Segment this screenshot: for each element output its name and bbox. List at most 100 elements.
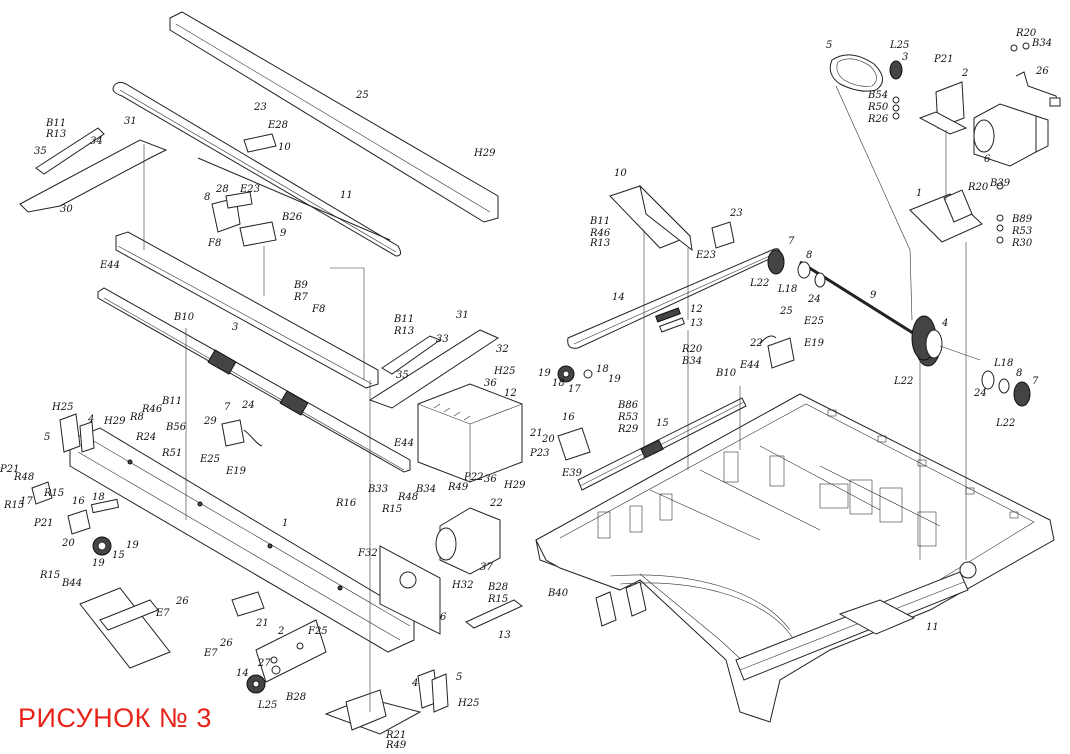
callout-2: 2: [277, 626, 284, 637]
callout-m19-b: 19: [608, 374, 621, 385]
callout-35-b: 35: [396, 370, 409, 381]
callout-h25: H25: [493, 366, 515, 377]
callout-1: 1: [282, 518, 288, 529]
callout-4: 4: [87, 414, 94, 425]
callout-r15-d: R15: [381, 504, 402, 515]
callout-r-l18: L18: [993, 358, 1013, 369]
callout-r-l22: L22: [893, 376, 913, 387]
left-assembly-drawing: [19, 11, 523, 735]
callout-30: 30: [60, 204, 73, 215]
callout-m-e25: E25: [803, 316, 824, 327]
callout-10: 10: [278, 142, 291, 153]
callout-r49: R49: [447, 482, 469, 493]
callout-h25-c: H25: [457, 698, 479, 709]
callout-17: 17: [20, 496, 33, 507]
callout-p22: P22: [463, 472, 483, 483]
callout-m-b34: B34: [681, 356, 702, 367]
callout-b33: B33: [367, 484, 388, 495]
callout-r-8: 8: [1016, 368, 1022, 379]
callout-r8: R8: [129, 412, 144, 423]
callout-19: 19: [126, 540, 139, 551]
callout-3: 3: [232, 322, 238, 333]
callout-b10: B10: [173, 312, 195, 323]
callout-b34: B34: [415, 484, 436, 495]
callout-r-b54: B54: [867, 90, 888, 101]
callout-r46: R46: [141, 404, 163, 415]
callout-h32: H32: [451, 580, 473, 591]
callout-m-b11: B11: [589, 216, 610, 227]
callout-m18-b: 18: [596, 364, 609, 375]
callout-r48: R48: [13, 472, 34, 483]
callout-7: 7: [224, 402, 231, 413]
callout-m12: 12: [690, 304, 703, 315]
callout-r-b89: B89: [1011, 214, 1033, 225]
callout-r-r26: R26: [867, 114, 889, 125]
callout-r-r53: R53: [1011, 226, 1032, 237]
callout-r-5: 5: [826, 40, 832, 51]
callout-m-b86: B86: [617, 400, 639, 411]
callout-m18: 18: [552, 378, 565, 389]
callout-m-r29: R29: [617, 424, 639, 435]
callout-33: 33: [436, 334, 449, 345]
callout-34: 34: [90, 136, 103, 147]
callout-b28-b: B28: [285, 692, 306, 703]
callout-r-r50: R50: [867, 102, 889, 113]
callout-36: 36: [484, 378, 497, 389]
callout-m-p23: P23: [529, 448, 549, 459]
middle-assembly-drawing: [535, 184, 1055, 723]
callout-r-l22-b: L22: [995, 418, 1015, 429]
callout-15: 15: [112, 550, 125, 561]
callout-m9: 9: [870, 290, 877, 301]
callout-r-1: 1: [916, 188, 922, 199]
callout-12: 12: [504, 388, 517, 399]
callout-r-b39: B39: [989, 178, 1011, 189]
callout-m8: 8: [806, 250, 812, 261]
callout-m-b40: B40: [547, 588, 569, 599]
callout-r24: R24: [135, 432, 156, 443]
callout-m-r46: R46: [589, 228, 611, 239]
callout-f25: F25: [307, 626, 328, 637]
callout-6: 6: [440, 612, 447, 623]
callout-b11: B11: [45, 118, 66, 129]
callout-r21: R21: [385, 730, 406, 741]
callout-31: 31: [124, 116, 137, 127]
callout-m23: 23: [729, 208, 743, 219]
callout-m11: 11: [926, 622, 939, 633]
callout-f32: F32: [357, 548, 378, 559]
right-assembly-drawing: [829, 42, 1061, 560]
callout-r49-b: R49: [385, 740, 407, 750]
callout-r-r30: R30: [1011, 238, 1033, 249]
callout-9: 9: [280, 228, 287, 239]
callout-m-e23: E23: [695, 250, 716, 261]
callout-11: 11: [340, 190, 353, 201]
callout-r51: R51: [161, 448, 182, 459]
callout-26-b: 26: [219, 638, 233, 649]
callout-m21: 21: [529, 428, 543, 439]
callout-m-l22: L22: [749, 278, 769, 289]
callout-r-7: 7: [1032, 376, 1039, 387]
callout-r15-e: R15: [487, 594, 508, 605]
callout-f8: F8: [207, 238, 221, 249]
callout-m-r13: R13: [589, 238, 610, 249]
callout-m20: 20: [541, 434, 555, 445]
callout-b11-b: B11: [393, 314, 414, 325]
callout-m16: 16: [562, 412, 575, 423]
callout-14: 14: [236, 668, 249, 679]
callout-m-e39: E39: [561, 468, 583, 479]
callout-r-r20-b: R20: [967, 182, 989, 193]
callout-16: 16: [72, 496, 85, 507]
callout-r-2: 2: [961, 68, 968, 79]
callout-r48-b: R48: [397, 492, 418, 503]
callout-r-b34: B34: [1031, 38, 1052, 49]
callout-l25: L25: [257, 700, 277, 711]
callout-r15: R15: [43, 488, 64, 499]
callout-28: 28: [215, 184, 229, 195]
callout-m-r20: R20: [681, 344, 703, 355]
callout-m10: 10: [614, 168, 627, 179]
callout-r-4: 4: [941, 318, 948, 329]
callout-24: 24: [241, 400, 255, 411]
callout-4-b: 4: [411, 678, 418, 689]
callout-h25-b: H25: [51, 402, 73, 413]
callout-m19: 19: [538, 368, 551, 379]
callout-r16: R16: [335, 498, 357, 509]
